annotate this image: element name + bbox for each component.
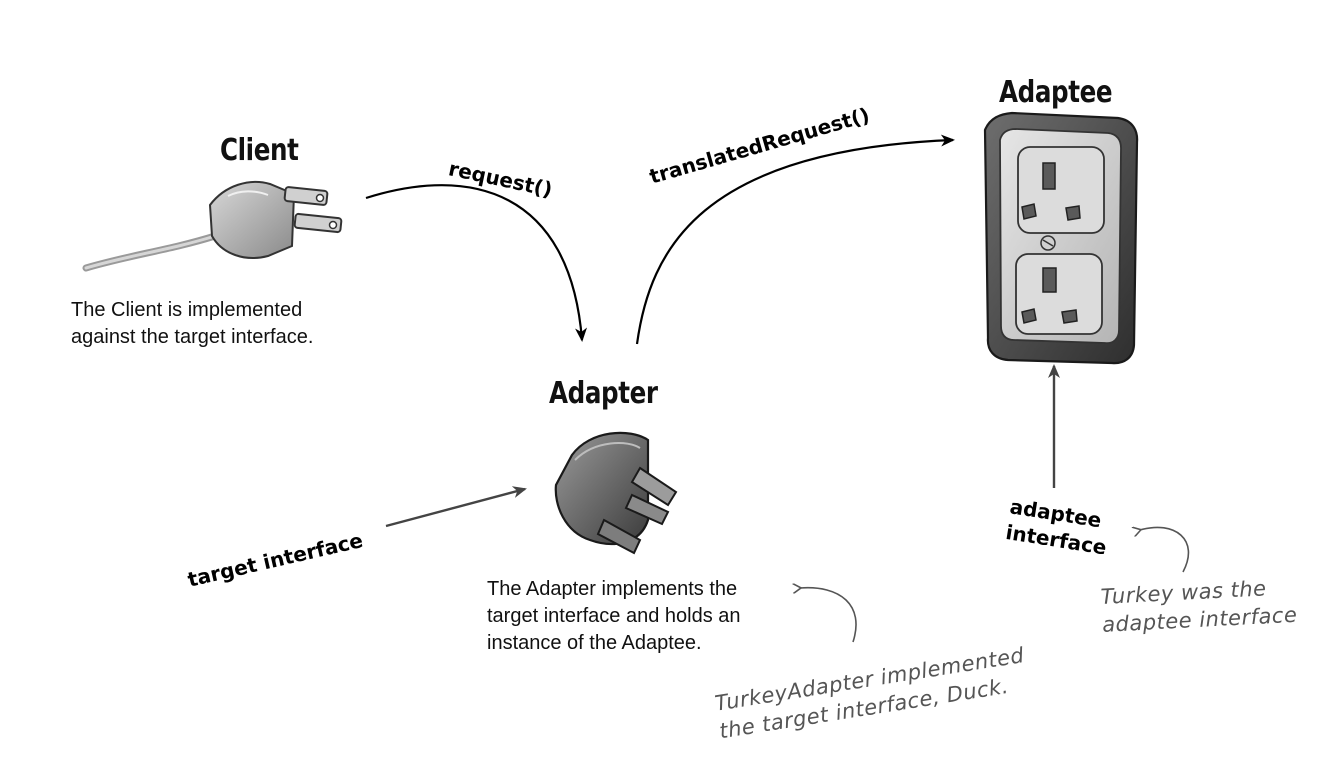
adapter-description: The Adapter implements the target interf… — [487, 576, 741, 657]
turkey-adapter-note-arrow — [800, 588, 857, 643]
target-interface-arrow — [385, 486, 527, 528]
turkey-note: Turkey was the adaptee interface — [1100, 573, 1298, 639]
uk-plug-adapter-icon — [554, 431, 678, 555]
client-description-line-1: The Client is implemented — [71, 299, 303, 321]
request-arrow — [365, 184, 588, 342]
adaptee-title: Adaptee — [999, 75, 1113, 110]
us-plug-icon — [82, 180, 343, 272]
turkey-note-arrow — [1140, 527, 1190, 573]
adapter-description-line-2: target interface and holds an — [487, 605, 741, 627]
uk-wall-socket-icon — [983, 111, 1139, 365]
client-description-line-2: against the target interface. — [71, 326, 314, 348]
client-title: Client — [220, 133, 299, 168]
adapter-description-line-3: instance of the Adaptee. — [487, 632, 702, 654]
adapter-title: Adapter — [549, 376, 658, 411]
translated-request-arrow — [635, 134, 955, 345]
client-description: The Client is implemented against the ta… — [71, 297, 313, 351]
adapter-description-line-1: The Adapter implements the — [487, 578, 738, 600]
